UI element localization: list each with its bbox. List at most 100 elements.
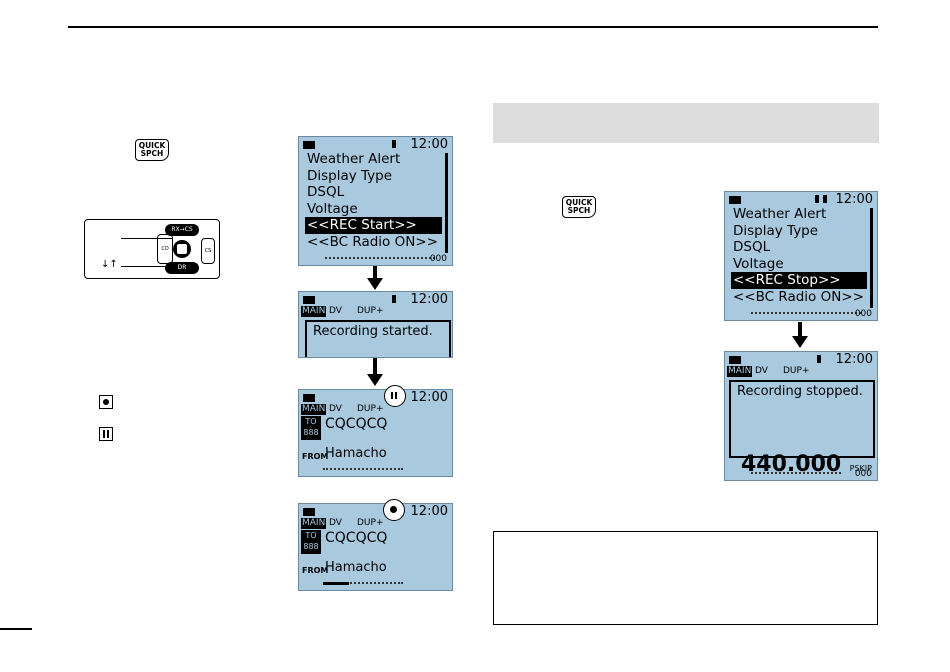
- from-label: FROM: [302, 452, 329, 461]
- scrollbar: [870, 208, 873, 308]
- signal-icon: [392, 295, 396, 303]
- lcd-record-state: 12:00 MAIN DV DUP+ TO 888 CQCQCQ FROM Ha…: [298, 503, 453, 591]
- menu-item-selected[interactable]: <<REC Stop>>: [731, 272, 867, 289]
- main-label: MAIN: [301, 306, 327, 317]
- status-bar: 12:00: [303, 137, 448, 152]
- to-indicator: TO 888: [301, 530, 321, 554]
- battery-icon: [303, 508, 315, 516]
- from-name: Hamacho: [325, 560, 387, 575]
- note-box: [493, 531, 878, 625]
- mode-label: DV: [329, 404, 342, 414]
- menu-item-selected[interactable]: <<REC Start>>: [305, 217, 442, 234]
- leader-line-2: [121, 266, 165, 267]
- to-indicator: TO 888: [301, 416, 321, 440]
- channel-number: 000: [429, 254, 447, 264]
- dotted-line: [323, 582, 403, 584]
- dup-label: DUP+: [357, 404, 384, 414]
- recording-started-popup: Recording started.: [305, 320, 451, 357]
- menu-item[interactable]: <<BC Radio ON>>: [733, 288, 864, 305]
- main-label: MAIN: [301, 404, 327, 415]
- page-number-rule: [0, 628, 32, 630]
- battery-icon: [303, 394, 315, 402]
- callsign: CQCQCQ: [325, 416, 388, 432]
- dr-key: DR: [165, 262, 199, 274]
- leader-line-1: [121, 238, 173, 239]
- clock: 12:00: [410, 390, 448, 405]
- menu-item[interactable]: Display Type: [733, 222, 819, 239]
- channel-number: 000: [854, 309, 872, 319]
- cd-key: CD: [157, 234, 173, 264]
- channel-number: 000: [854, 469, 872, 479]
- status-bar: 12:00: [303, 390, 448, 405]
- lcd-pause-state: 12:00 MAIN DV DUP+ TO 888 CQCQCQ FROM Ha…: [298, 389, 453, 477]
- lcd-recording-started: 12:00 MAIN DV DUP+ Recording started.: [298, 291, 453, 358]
- menu-item[interactable]: Weather Alert: [307, 151, 401, 167]
- quick-key-line2: SPCH: [567, 206, 591, 215]
- record-symbol-icon: [99, 395, 113, 409]
- status-bar: 12:00: [303, 292, 448, 307]
- quick-key-line1: QUICK: [565, 198, 593, 207]
- lcd-menu-rec-start: 12:00 Weather Alert Display Type DSQL Vo…: [298, 136, 453, 266]
- clock: 12:00: [835, 192, 873, 207]
- keypad-diagram: RX→CS DR CD CS ↓↑: [84, 219, 220, 279]
- section-header-bar: [493, 103, 879, 143]
- scrollbar: [445, 153, 448, 253]
- menu-list: Weather Alert Display Type DSQL Voltage …: [731, 206, 867, 305]
- lcd-recording-stopped: 12:00 MAIN DV DUP+ Recording stopped. 44…: [724, 351, 878, 481]
- menu-item[interactable]: Weather Alert: [733, 206, 827, 222]
- mode-label: DV: [755, 366, 768, 376]
- menu-item[interactable]: Display Type: [307, 167, 393, 184]
- quick-key-icon: QUICK SPCH: [135, 139, 169, 161]
- menu-item[interactable]: Voltage: [307, 200, 358, 217]
- menu-item[interactable]: DSQL: [733, 239, 771, 255]
- quick-key-line1: QUICK: [138, 141, 166, 150]
- main-label: MAIN: [301, 518, 327, 529]
- signal-icon: [815, 195, 819, 203]
- dial-knob-icon: [173, 240, 191, 258]
- to-label: TO: [305, 417, 317, 426]
- recording-stopped-popup: Recording stopped.: [729, 380, 875, 458]
- clock: 12:00: [835, 352, 873, 367]
- from-label: FROM: [302, 566, 329, 575]
- menu-list: Weather Alert Display Type DSQL Voltage …: [305, 151, 442, 250]
- clock: 12:00: [410, 504, 448, 519]
- pause-symbol-icon: [99, 427, 113, 441]
- lcd-menu-rec-stop: 12:00 Weather Alert Display Type DSQL Vo…: [724, 191, 878, 321]
- menu-item[interactable]: <<BC Radio ON>>: [307, 233, 438, 250]
- dup-label: DUP+: [357, 518, 384, 528]
- from-name: Hamacho: [325, 446, 387, 461]
- dup-label: DUP+: [783, 366, 810, 376]
- to-sub: 888: [303, 428, 319, 437]
- battery-icon: [729, 196, 741, 204]
- battery-icon: [303, 141, 315, 149]
- status-bar: 12:00: [729, 352, 873, 367]
- dotted-line: [325, 257, 435, 259]
- mode-label: DV: [329, 518, 342, 528]
- header-rule: [68, 26, 878, 28]
- to-label: TO: [305, 531, 317, 540]
- quick-key-line2: SPCH: [140, 149, 164, 158]
- quick-key-icon: QUICK SPCH: [562, 196, 596, 218]
- clock: 12:00: [410, 292, 448, 307]
- clock: 12:00: [410, 137, 448, 152]
- menu-item[interactable]: Voltage: [733, 255, 784, 272]
- level-meter: [323, 582, 349, 585]
- status-bar: 12:00: [729, 192, 873, 207]
- pause-ring-icon: [384, 385, 406, 407]
- pskip-label: PSKIP: [849, 464, 872, 473]
- dotted-line: [323, 468, 403, 470]
- mode-label: DV: [329, 306, 342, 316]
- main-label: MAIN: [727, 366, 753, 377]
- battery-icon: [729, 356, 741, 364]
- signal-icon: [392, 140, 396, 148]
- menu-item[interactable]: DSQL: [307, 184, 345, 200]
- rx-cs-key: RX→CS: [165, 224, 199, 236]
- callsign: CQCQCQ: [325, 530, 388, 546]
- to-sub: 888: [303, 542, 319, 551]
- signal-icon: [823, 195, 827, 203]
- cs-key: CS: [201, 238, 215, 264]
- record-ring-icon: [383, 499, 405, 521]
- signal-icon: [817, 355, 821, 363]
- battery-icon: [303, 296, 315, 304]
- status-bar: 12:00: [303, 504, 448, 519]
